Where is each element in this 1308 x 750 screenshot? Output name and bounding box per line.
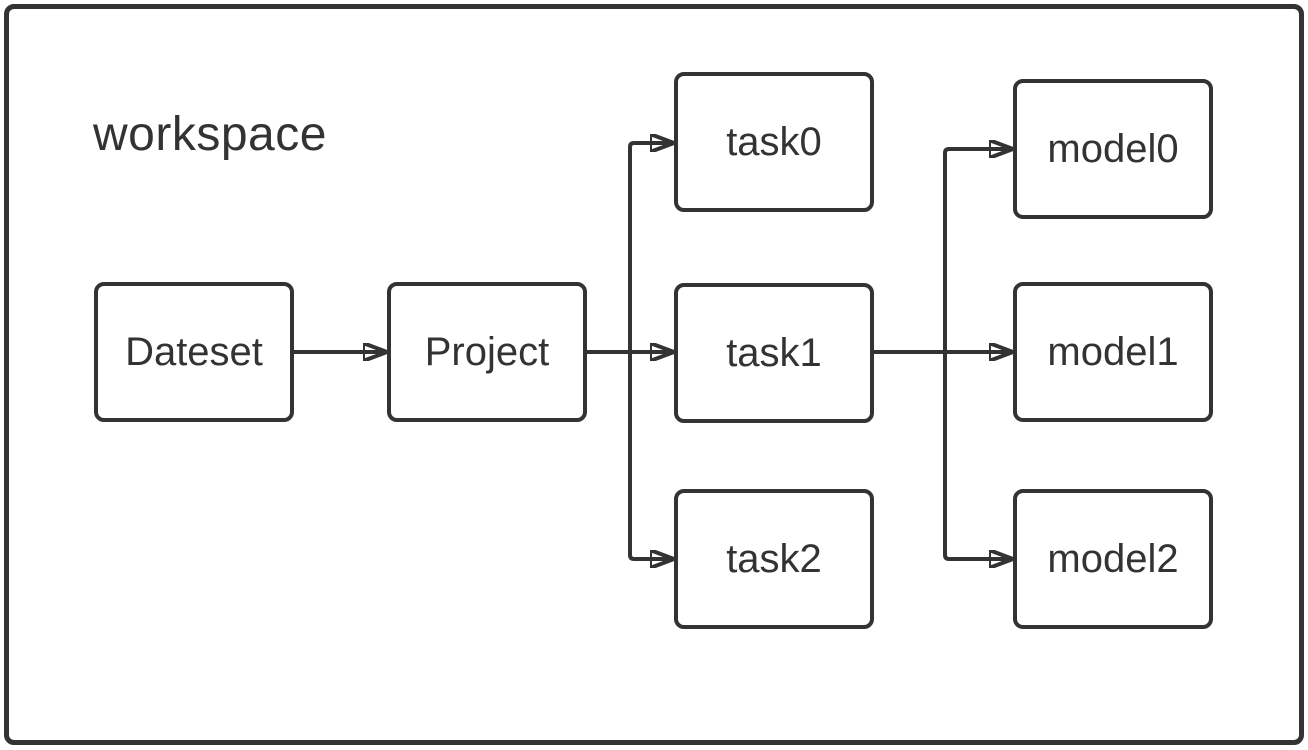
- node-task0-label: task0: [726, 119, 822, 164]
- node-model0: model0: [1013, 79, 1213, 219]
- node-project-label: Project: [424, 329, 550, 374]
- node-task1-label: task1: [726, 330, 822, 375]
- node-task2-label: task2: [726, 536, 822, 581]
- node-model1: model1: [1013, 282, 1213, 422]
- node-model1-label: model1: [1047, 329, 1179, 374]
- workspace-title: workspace: [93, 108, 327, 161]
- node-dateset: Dateset: [94, 282, 294, 422]
- node-model2: model2: [1013, 489, 1213, 629]
- node-model0-label: model0: [1047, 126, 1179, 171]
- node-project: Project: [387, 282, 587, 422]
- node-task1: task1: [674, 283, 874, 423]
- node-task2: task2: [674, 489, 874, 629]
- node-model2-label: model2: [1047, 536, 1179, 581]
- node-task0: task0: [674, 72, 874, 212]
- node-dateset-label: Dateset: [125, 329, 263, 374]
